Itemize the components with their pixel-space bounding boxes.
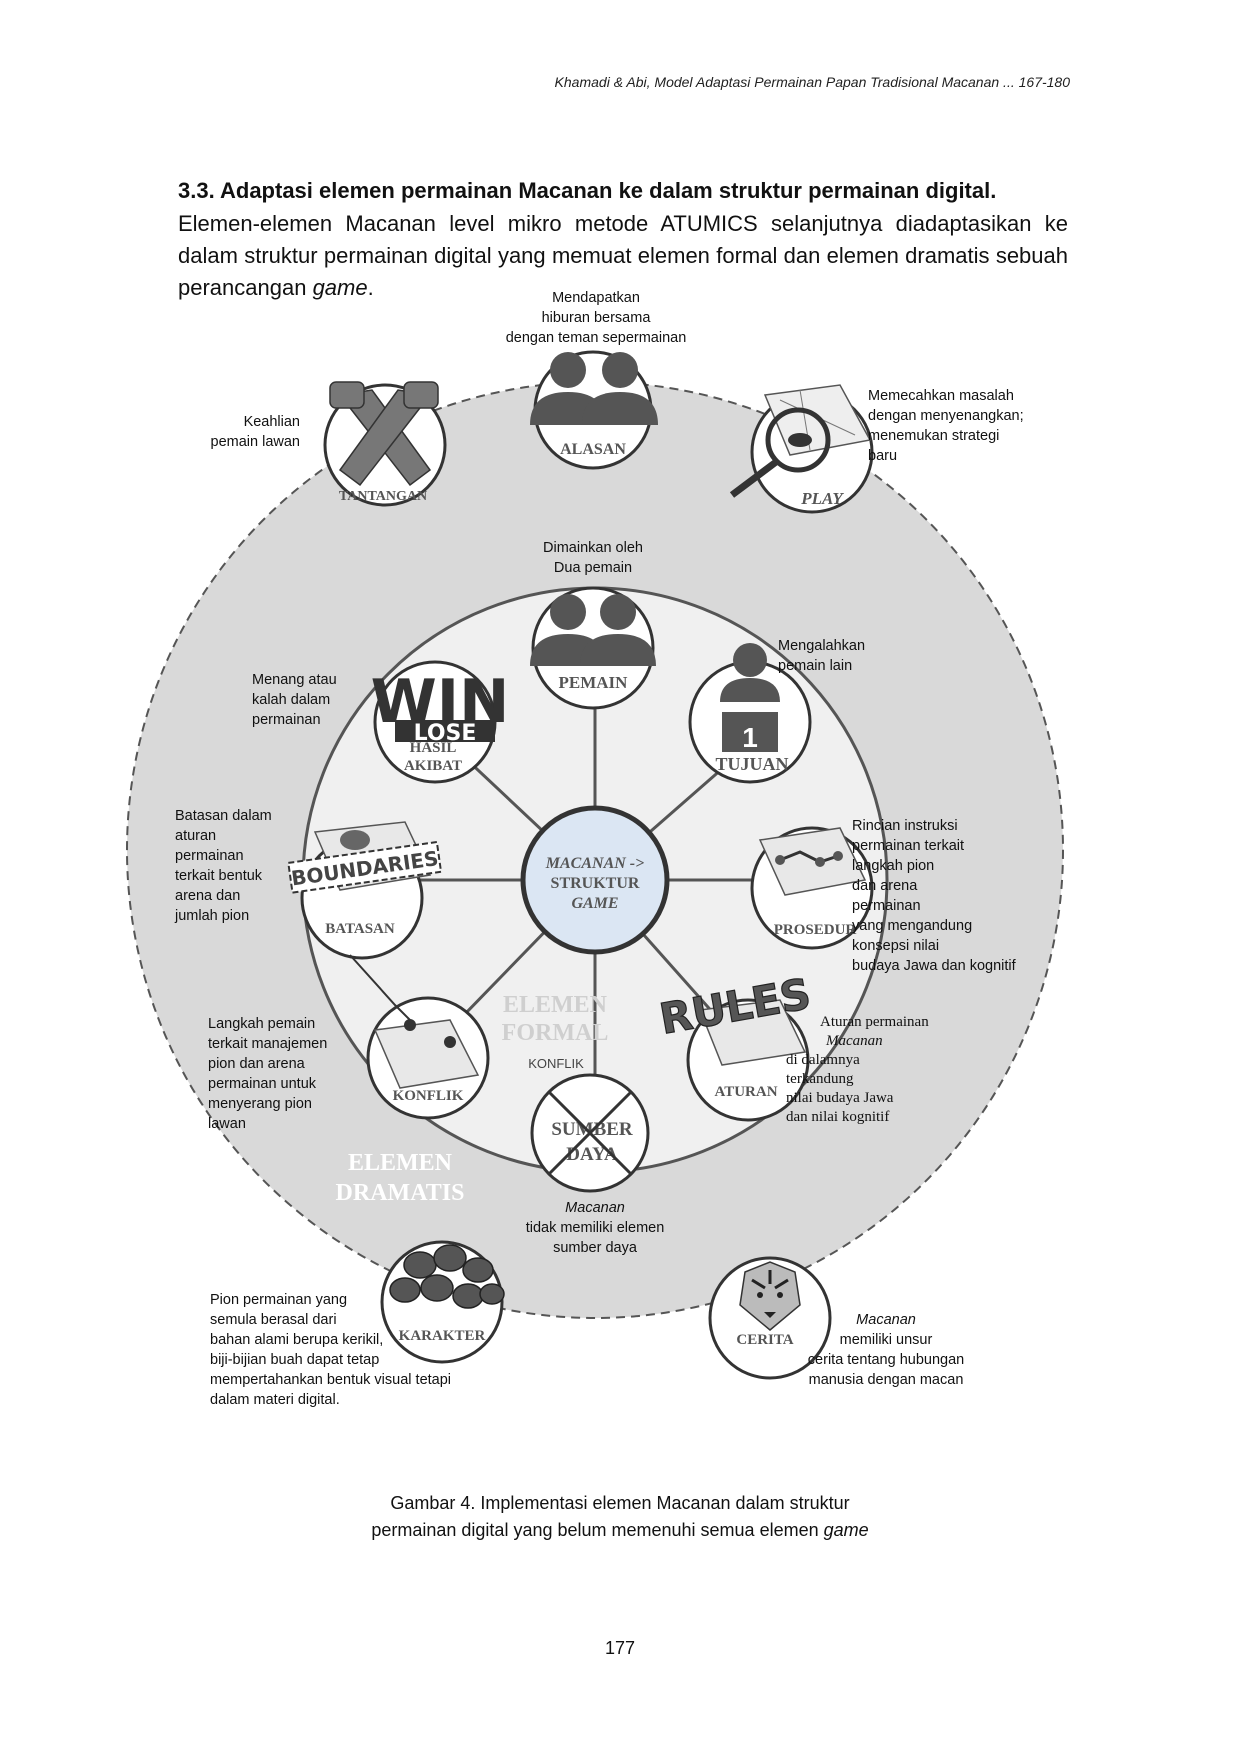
- aturan-italic: Macanan: [826, 1033, 883, 1049]
- section-title: 3.3. Adaptasi elemen permainan Macanan k…: [178, 178, 997, 203]
- annotation-karakter: Pion permainan yang semula berasal dari …: [210, 1292, 452, 1408]
- node-alasan: ALASAN: [530, 350, 658, 470]
- node-label-cerita: CERITA: [736, 1332, 793, 1348]
- podium-number: 1: [742, 722, 758, 753]
- node-sumber-daya: SUMBER DAYA: [530, 1073, 650, 1193]
- board-magnifier-icon: [729, 384, 872, 498]
- node-konflik: KONFLIK: [349, 954, 490, 1120]
- running-header: Khamadi & Abi, Model Adaptasi Permainan …: [554, 74, 1070, 90]
- cross-line-2: [547, 1090, 633, 1176]
- caption-emphasis: game: [823, 1520, 869, 1540]
- node-prosedur: PROSEDUR: [750, 826, 874, 950]
- pebbles-icon: [389, 1244, 505, 1309]
- node-tujuan: 1 TUJUAN: [688, 643, 812, 784]
- annotation-pemain: Dimainkan oleh Dua pemain: [543, 540, 643, 576]
- annotation-tujuan: Mengalahkan pemain lain: [778, 638, 866, 674]
- paragraph-end: .: [367, 275, 374, 300]
- node-label-tujuan: TUJUAN: [715, 754, 788, 774]
- caption-line2: permainan digital yang belum memenuhi se…: [371, 1520, 824, 1540]
- node-cerita: CERITA: [708, 1256, 832, 1380]
- node-karakter: KARAKTER: [380, 1240, 505, 1364]
- node-label-pemain: PEMAIN: [559, 673, 629, 692]
- annotation-tantangan: Keahlian pemain lawan: [210, 414, 300, 450]
- node-label-alasan: ALASAN: [560, 441, 626, 458]
- formal-label-2: FORMAL: [502, 1020, 609, 1046]
- node-hasil-akibat: WIN LOSE HASIL AKIBAT: [371, 660, 509, 784]
- podium-winner-icon: 1: [720, 643, 780, 753]
- two-smiling-people-icon: [530, 352, 658, 425]
- konflik-tag: KONFLIK: [528, 1056, 584, 1071]
- center-label-3: GAME: [571, 895, 618, 912]
- node-label-prosedur: PROSEDUR: [774, 922, 857, 938]
- lose-banner: [395, 720, 495, 742]
- node-label-hasil-1: HASIL: [410, 740, 457, 756]
- two-people-icon: [530, 594, 656, 666]
- sumber-rest: tidak memiliki elemen sumber daya: [525, 1220, 665, 1256]
- annotation-sumber-daya: Macanan tidak memiliki elemen sumber daya: [510, 1198, 680, 1258]
- formal-label-1: ELEMEN: [503, 992, 608, 1018]
- node-label-tantangan: TANTANGAN: [339, 489, 427, 504]
- node-label-karakter: KARAKTER: [399, 1328, 486, 1344]
- lose-icon-text: LOSE: [414, 721, 477, 746]
- dramatic-label-1: ELEMEN: [348, 1150, 453, 1176]
- paragraph-text: Elemen-elemen Macanan level mikro metode…: [178, 211, 1068, 300]
- section-paragraph: Elemen-elemen Macanan level mikro metode…: [178, 208, 1068, 304]
- center-node: [520, 805, 670, 955]
- node-play: PLAY: [729, 384, 874, 514]
- node-pemain: PEMAIN: [530, 586, 656, 710]
- procedure-board-icon: [758, 827, 867, 896]
- caption-line1: Gambar 4. Implementasi elemen Macanan da…: [390, 1493, 850, 1513]
- node-label-batasan: BATASAN: [325, 921, 395, 937]
- node-tantangan: TANTANGAN: [323, 381, 447, 507]
- center-label-2: STRUKTUR: [551, 875, 640, 892]
- annotation-cerita: Macanan memiliki unsur cerita tentang hub…: [796, 1310, 976, 1390]
- annotation-batasan: Batasan dalam aturan permainan terkait b…: [175, 808, 272, 924]
- tiger-face-icon: [739, 1261, 801, 1331]
- center-label-1: MACANAN ->: [545, 855, 644, 872]
- annotation-konflik: Langkah pemain terkait manajemen pion da…: [208, 1016, 328, 1132]
- dramatic-label-2: DRAMATIS: [336, 1180, 465, 1206]
- annotation-play: Memecahkan masalah dengan menyenangkan; …: [868, 388, 1024, 464]
- aturan-rest: di dalamnya terkandung nilai budaya Jawa…: [786, 1052, 894, 1125]
- node-label-aturan: ATURAN: [714, 1084, 777, 1100]
- annotation-prosedur: Rincian instruksi permainan terkait lang…: [852, 818, 1016, 974]
- annotation-hasil: Menang atau kalah dalam permainan: [252, 672, 337, 728]
- sumber-italic: Macanan: [565, 1200, 625, 1216]
- node-label-konflik: KONFLIK: [393, 1088, 464, 1104]
- annotation-alasan: Mendapatkan hiburan bersama dengan teman…: [505, 290, 687, 346]
- cerita-italic: Macanan: [856, 1312, 916, 1328]
- crossed-fists-icon: [329, 381, 439, 487]
- aturan-line1: Aturan permainan: [820, 1014, 929, 1030]
- node-label-play: PLAY: [800, 489, 844, 508]
- node-label-hasil-2: AKIBAT: [404, 758, 462, 774]
- figure-caption: Gambar 4. Implementasi elemen Macanan da…: [0, 1490, 1240, 1544]
- cerita-rest: memiliki unsur cerita tentang hubungan m…: [807, 1332, 965, 1388]
- page-number: 177: [604, 1638, 636, 1658]
- paragraph-emphasis: game: [312, 275, 368, 300]
- rules-board-icon: [698, 999, 807, 1066]
